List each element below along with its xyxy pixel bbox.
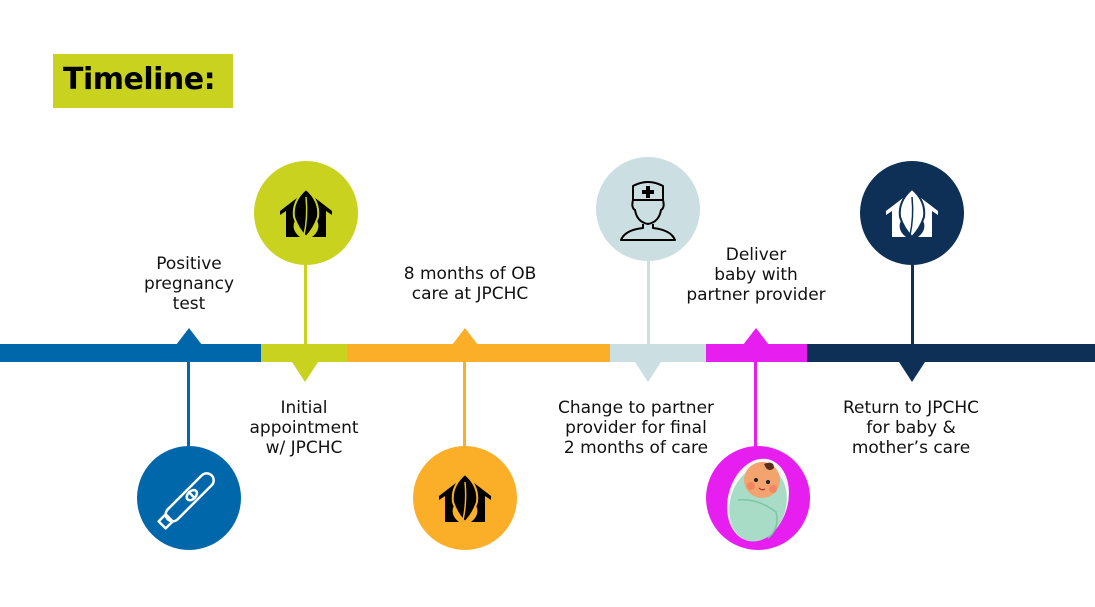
event-label-line: Deliver [725,245,787,265]
marker-down [292,362,318,382]
event-label: Deliver baby with partner provider [680,245,832,305]
timeline-segment-change-provider [610,344,706,362]
jpchc-house-leaf-icon [886,187,938,239]
marker-up [743,328,769,345]
doctor-icon [620,181,676,241]
event-label-line: w/ JPCHC [265,438,343,458]
connector-line [911,264,914,344]
event-icon-circle [137,446,241,550]
event-label-line: 8 months of OB [403,264,537,284]
connector-line [187,362,190,450]
timeline-segment-ob-care [347,344,610,362]
event-label-line: provider for final [565,418,707,438]
event-label-line: mother’s care [851,438,971,458]
page-title: Timeline: [63,62,216,97]
marker-up [452,328,478,345]
event-label: Change to partner provider for final 2 m… [550,398,722,458]
event-label: 8 months of OB care at JPCHC [395,264,545,304]
marker-down [635,362,661,382]
timeline-segment-return-jpchc [807,344,1095,362]
title-banner: Timeline: [53,54,233,108]
event-label: Initial appointment w/ JPCHC [244,398,364,458]
event-label-line: baby with [714,265,798,285]
connector-line [463,362,466,450]
event-label-line: for baby & [866,418,956,438]
jpchc-house-leaf-icon [280,187,332,239]
marker-up [176,328,202,345]
event-icon-circle [413,446,517,550]
event-label-line: partner provider [686,285,826,305]
event-label-line: 2 months of care [563,438,709,458]
event-label-line: care at JPCHC [411,284,529,304]
event-label-line: Change to partner [557,398,715,418]
event-icon-circle [706,446,810,550]
jpchc-house-leaf-icon [439,472,491,524]
event-label: Return to JPCHC for baby & mother’s care [828,398,994,458]
event-label-line: pregnancy [143,274,235,294]
event-label-line: Positive [156,254,222,274]
event-label-line: Initial [280,398,328,418]
timeline-segment-deliver-baby [706,344,807,362]
timeline-segment-initial-appointment [261,344,347,362]
event-label-line: appointment [249,418,359,438]
event-label-line: Return to JPCHC [842,398,980,418]
event-icon-circle [254,161,358,265]
pregnancy-test-icon [157,472,215,530]
marker-down [899,362,925,382]
event-label-line: test [172,294,206,314]
event-label: Positive pregnancy test [129,254,249,314]
swaddled-baby-icon [727,458,789,542]
event-icon-circle [596,157,700,261]
event-icon-circle [860,161,964,265]
connector-line [754,362,757,450]
timeline-segment-positive-test [0,344,261,362]
connector-line [304,264,307,344]
connector-line [647,260,650,344]
